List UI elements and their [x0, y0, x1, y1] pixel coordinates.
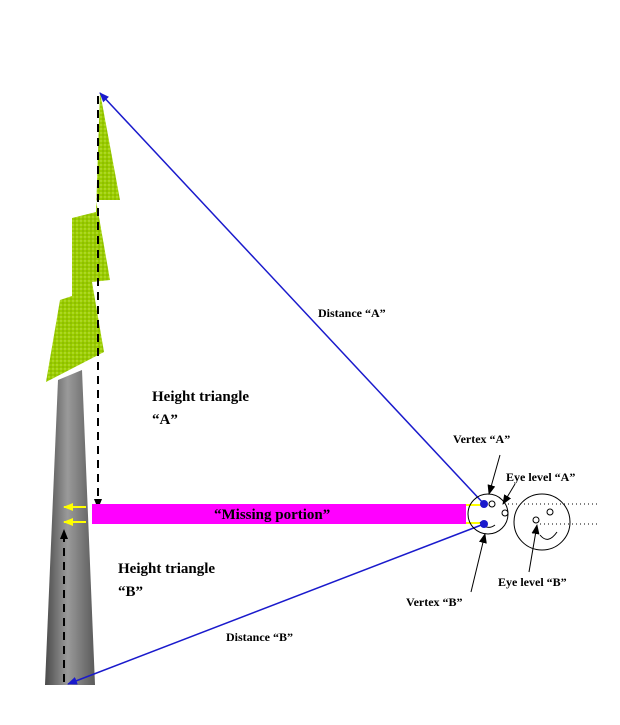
height-triangle-b-label-line1: Height triangle [118, 561, 215, 577]
vertex-a-label: Vertex “A” [453, 432, 510, 446]
eye-level-b-pointer [528, 524, 540, 573]
vertex-b-pointer [470, 533, 487, 593]
eye-level-b-label: Eye level “B” [498, 575, 567, 589]
distance-b-label: Distance “B” [226, 630, 293, 644]
height-triangle-a-label-line1: Height triangle [152, 389, 249, 405]
vertex-b-point [480, 520, 488, 528]
vertex-a-pointer [487, 454, 501, 495]
height-triangle-a-label-line2: “A” [152, 412, 178, 428]
missing-portion-band [92, 504, 466, 524]
eye-level-a-pointer [502, 483, 516, 505]
tree-icon [45, 92, 120, 685]
distance-b-line [67, 523, 485, 685]
face-icon [467, 493, 509, 535]
observer-face-back [513, 493, 571, 551]
height-triangle-b-label-line2: “B” [118, 584, 143, 600]
missing-portion-label: “Missing portion” [214, 507, 330, 523]
vertex-a-point [480, 500, 488, 508]
distance-a-label: Distance “A” [318, 306, 386, 320]
tree-foliage [46, 92, 120, 382]
distance-a-line [99, 92, 485, 505]
vertex-b-label: Vertex “B” [406, 595, 463, 609]
face-icon [513, 493, 571, 551]
eye-level-a-label: Eye level “A” [506, 470, 575, 484]
tree-trunk [45, 370, 95, 685]
